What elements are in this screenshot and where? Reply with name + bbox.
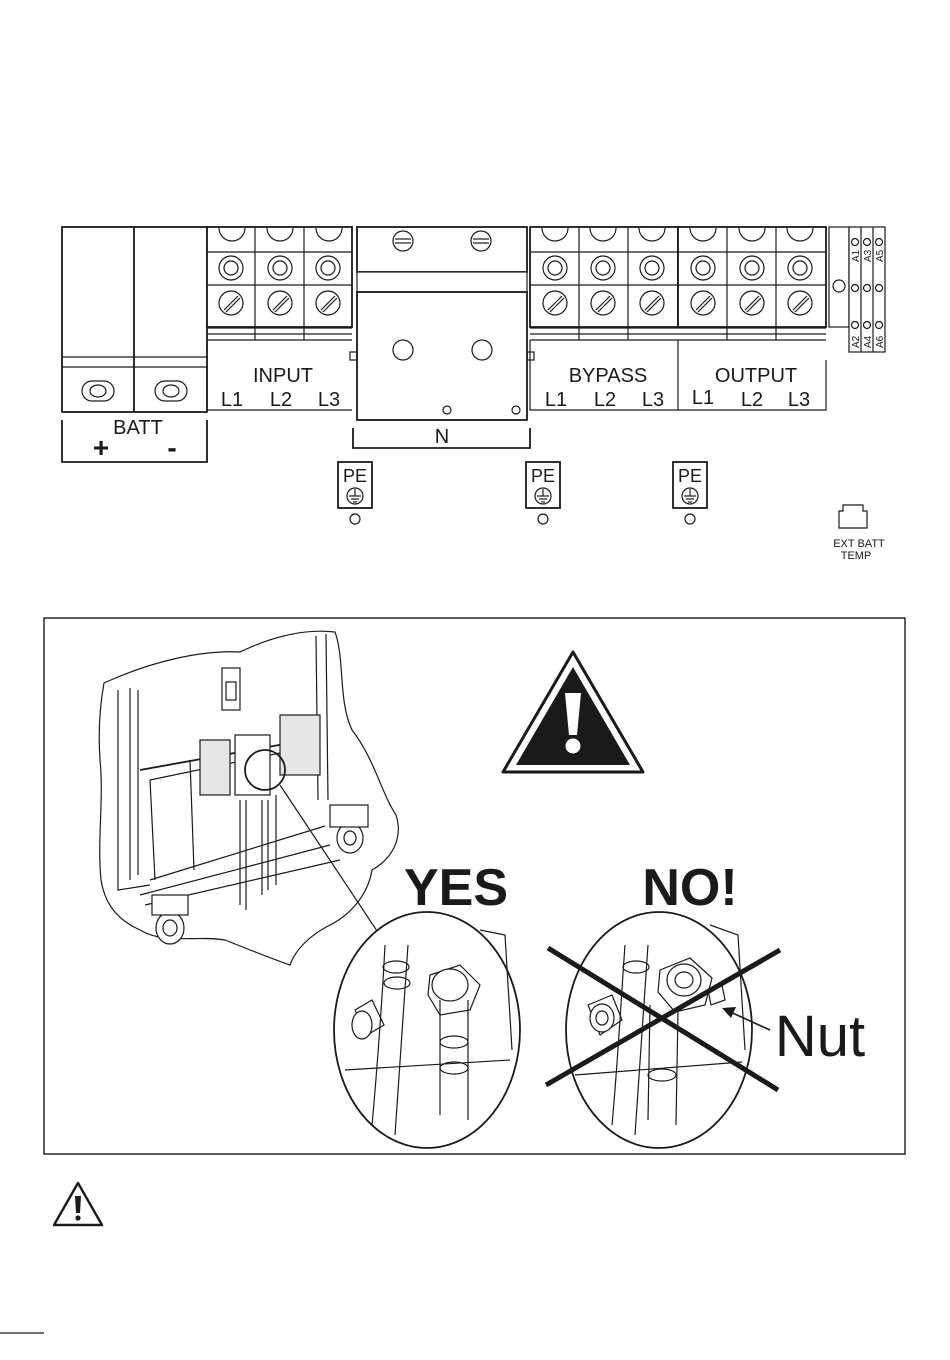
input-terminal-block: INPUT L1 L2 L3 <box>207 227 352 411</box>
aux-a5: A5 <box>875 249 886 262</box>
warning-panel: YES NO! <box>44 618 905 1154</box>
correct-mounting-detail <box>334 912 520 1148</box>
bypass-l3: L3 <box>642 389 664 411</box>
pe-terminal-3: PE <box>673 462 707 524</box>
earth-ground-icon <box>347 488 363 504</box>
batt-label: BATT <box>113 417 163 439</box>
pe-label-1: PE <box>343 466 367 486</box>
input-l3: L3 <box>318 389 340 411</box>
input-l1: L1 <box>221 389 243 411</box>
ext-batt-temp-connector: EXT BATT TEMP <box>833 505 885 562</box>
ext-temp-label: TEMP <box>841 550 872 562</box>
aux-a4: A4 <box>863 335 874 348</box>
terminal-panel: BATT + - INPUT <box>62 227 886 562</box>
output-l1: L1 <box>692 387 714 409</box>
rj-connector-icon <box>839 505 867 528</box>
output-l3: L3 <box>788 389 810 411</box>
output-terminal-block: OUTPUT L1 L2 L3 <box>678 227 826 411</box>
bypass-label: BYPASS <box>569 365 648 387</box>
aux-a1: A1 <box>851 249 862 262</box>
output-l2: L2 <box>741 389 763 411</box>
pe-terminal-2: PE <box>526 462 560 524</box>
warning-triangle-icon <box>54 1183 102 1225</box>
neutral-label: N <box>435 426 449 448</box>
yes-label: YES <box>404 859 508 917</box>
batt-plus: + <box>93 432 109 463</box>
aux-contact-strip: A5 A3 A1 A6 A4 A2 <box>829 227 886 352</box>
earth-ground-icon <box>535 488 551 504</box>
no-label: NO! <box>642 859 737 917</box>
bypass-terminal-block: BYPASS L1 L2 L3 <box>530 227 678 411</box>
input-label: INPUT <box>253 365 313 387</box>
pe-label-3: PE <box>678 466 702 486</box>
ext-batt-label: EXT BATT <box>833 538 885 550</box>
aux-a6: A6 <box>875 335 886 348</box>
batt-minus: - <box>167 432 176 463</box>
battery-terminal-block: BATT + - <box>62 227 207 463</box>
earth-ground-icon <box>682 488 698 504</box>
input-l2: L2 <box>270 389 292 411</box>
neutral-terminal-block: N <box>350 227 534 448</box>
bypass-l1: L1 <box>545 389 567 411</box>
pe-label-2: PE <box>531 466 555 486</box>
aux-a2: A2 <box>851 335 862 348</box>
pe-terminal-1: PE <box>338 462 372 524</box>
bypass-l2: L2 <box>594 389 616 411</box>
output-label: OUTPUT <box>715 365 797 387</box>
aux-a3: A3 <box>863 249 874 262</box>
nut-label: Nut <box>775 1004 865 1069</box>
